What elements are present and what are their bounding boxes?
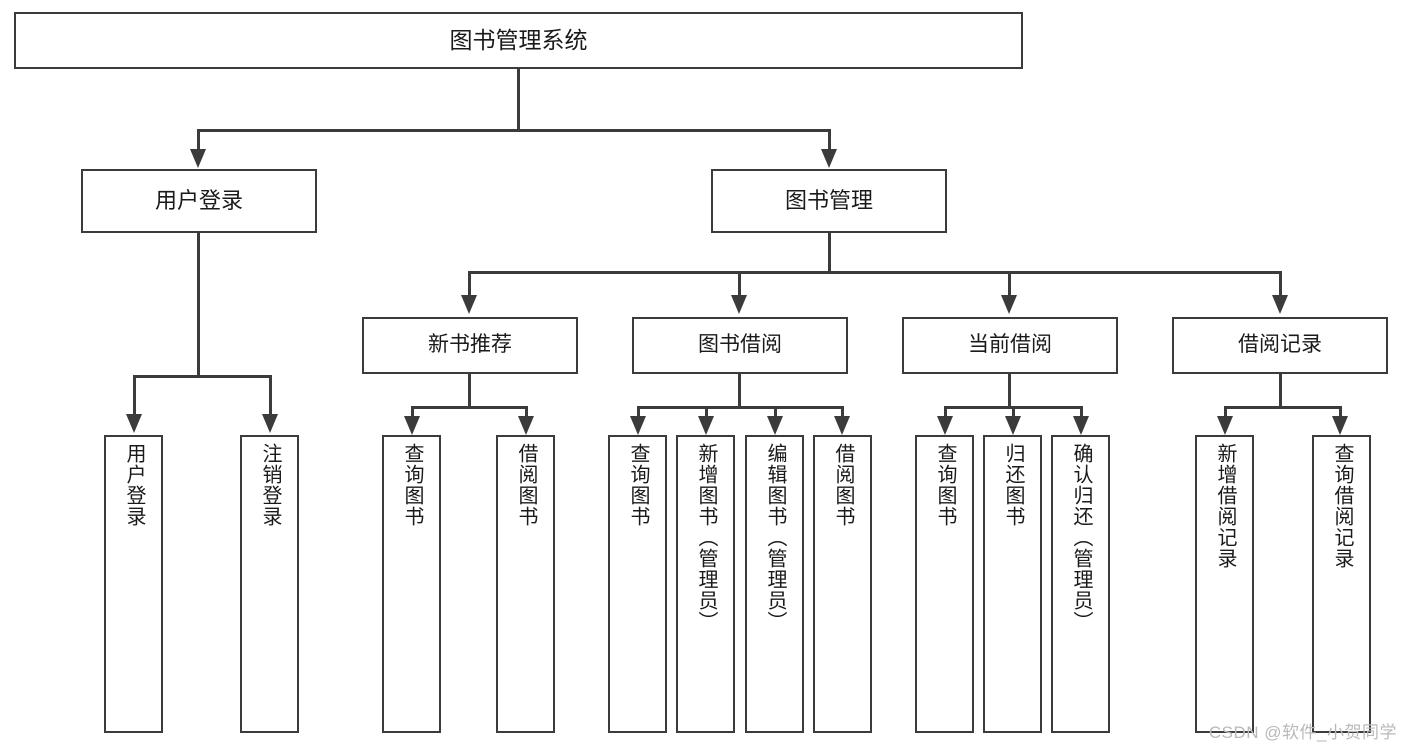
- leaf-cb-confirm-return-admin[interactable]: 确认归还（管理员）: [1051, 435, 1110, 733]
- leaf-user-login-signin[interactable]: 用户登录: [104, 435, 163, 733]
- arrowhead-cb-leaf-1: [937, 416, 953, 435]
- leaf-bb-borrow-book[interactable]: 借阅图书: [813, 435, 872, 733]
- connector-cb-drop-1: [944, 406, 947, 418]
- arrowhead-bb-leaf-1: [630, 416, 646, 435]
- leaf-nbr-borrow-book[interactable]: 借阅图书: [496, 435, 555, 733]
- connector-nbr-drop-1: [411, 406, 414, 418]
- connector-cb-stem: [1008, 374, 1011, 408]
- connector-root-to-user-login: [197, 129, 200, 151]
- arrowhead-cb-leaf-2: [1005, 416, 1021, 435]
- arrowhead-br-leaf-1: [1217, 416, 1233, 435]
- leaf-cb-query-book[interactable]: 查询图书: [915, 435, 974, 733]
- connector-br-drop-1: [1224, 406, 1227, 418]
- connector-bb-drop-3: [774, 406, 777, 418]
- leaf-user-login-signout[interactable]: 注销登录: [240, 435, 299, 733]
- connector-user-login-drop-2: [269, 375, 272, 416]
- node-label: 查询图书: [627, 443, 649, 527]
- node-label: 借阅图书: [515, 443, 537, 527]
- connector-br-drop-2: [1339, 406, 1342, 418]
- node-label: 查询图书: [401, 443, 423, 527]
- arrowhead-br-leaf-2: [1332, 416, 1348, 435]
- node-label: 图书借阅: [698, 333, 782, 357]
- node-borrow-record[interactable]: 借阅记录: [1172, 317, 1388, 374]
- connector-root-bus: [197, 129, 830, 132]
- leaf-nbr-query-book[interactable]: 查询图书: [382, 435, 441, 733]
- leaf-bb-query-book[interactable]: 查询图书: [608, 435, 667, 733]
- arrowhead-root-to-user-login: [190, 149, 206, 168]
- connector-bb-drop-4: [841, 406, 844, 418]
- connector-user-login-drop-1: [133, 375, 136, 416]
- leaf-bb-add-book-admin[interactable]: 新增图书（管理员）: [676, 435, 735, 733]
- node-label: 用户登录: [154, 188, 243, 214]
- arrowhead-user-login-leaf-1: [126, 414, 142, 433]
- connector-cb-drop-3: [1080, 406, 1083, 418]
- connector-nbr-drop-2: [525, 406, 528, 418]
- leaf-bb-edit-book-admin[interactable]: 编辑图书（管理员）: [745, 435, 804, 733]
- node-root-system[interactable]: 图书管理系统: [14, 12, 1023, 69]
- node-label: 确认归还（管理员）: [1070, 443, 1092, 632]
- connector-book-manage-bus: [468, 271, 1282, 274]
- node-label: 新增借阅记录: [1214, 443, 1236, 569]
- node-label: 图书管理: [784, 188, 873, 214]
- arrowhead-bb-leaf-2: [698, 416, 714, 435]
- arrowhead-bm-to-book-borrow: [731, 295, 747, 314]
- node-label: 图书管理系统: [449, 27, 588, 54]
- connector-bb-drop-1: [637, 406, 640, 418]
- arrowhead-nbr-leaf-2: [518, 416, 534, 435]
- arrowhead-cb-leaf-3: [1073, 416, 1089, 435]
- node-label: 新增图书（管理员）: [695, 443, 717, 632]
- arrowhead-user-login-leaf-2: [262, 414, 278, 433]
- node-label: 借阅记录: [1238, 333, 1322, 357]
- node-label: 查询借阅记录: [1331, 443, 1353, 569]
- connector-br-bus: [1224, 406, 1342, 409]
- connector-br-stem: [1279, 374, 1282, 408]
- connector-cb-drop-2: [1012, 406, 1015, 418]
- connector-bb-bus: [637, 406, 843, 409]
- connector-bm-drop-3: [1008, 271, 1011, 297]
- node-book-borrow[interactable]: 图书借阅: [632, 317, 848, 374]
- connector-bm-drop-2: [738, 271, 741, 297]
- connector-bm-drop-1: [468, 271, 471, 297]
- leaf-br-add-record[interactable]: 新增借阅记录: [1195, 435, 1254, 733]
- connector-bb-stem: [738, 374, 741, 408]
- connector-nbr-bus: [411, 406, 528, 409]
- node-label: 借阅图书: [832, 443, 854, 527]
- connector-book-manage-stem: [828, 233, 831, 273]
- connector-root-stem: [517, 69, 520, 131]
- arrowhead-nbr-leaf-1: [404, 416, 420, 435]
- connector-nbr-stem: [468, 374, 471, 408]
- node-current-borrow[interactable]: 当前借阅: [902, 317, 1118, 374]
- node-label: 归还图书: [1002, 443, 1024, 527]
- connector-bm-drop-4: [1279, 271, 1282, 297]
- node-label: 查询图书: [934, 443, 956, 527]
- node-label: 新书推荐: [428, 333, 512, 357]
- node-label: 用户登录: [123, 443, 145, 527]
- arrowhead-bm-to-borrow-record: [1272, 295, 1288, 314]
- arrowhead-bb-leaf-4: [834, 416, 850, 435]
- arrowhead-bm-to-new-book: [461, 295, 477, 314]
- connector-root-to-book-manage: [828, 129, 831, 151]
- node-book-management[interactable]: 图书管理: [711, 169, 947, 233]
- node-label: 编辑图书（管理员）: [764, 443, 786, 632]
- connector-user-login-stem: [197, 233, 200, 377]
- connector-user-login-bus: [133, 375, 272, 378]
- connector-bb-drop-2: [705, 406, 708, 418]
- node-user-login[interactable]: 用户登录: [81, 169, 317, 233]
- arrowhead-root-to-book-manage: [821, 149, 837, 168]
- arrowhead-bm-to-current-borrow: [1001, 295, 1017, 314]
- node-label: 注销登录: [259, 443, 281, 527]
- leaf-cb-return-book[interactable]: 归还图书: [983, 435, 1042, 733]
- leaf-br-query-record[interactable]: 查询借阅记录: [1312, 435, 1371, 733]
- arrowhead-bb-leaf-3: [767, 416, 783, 435]
- node-new-book-recommend[interactable]: 新书推荐: [362, 317, 578, 374]
- node-label: 当前借阅: [968, 333, 1052, 357]
